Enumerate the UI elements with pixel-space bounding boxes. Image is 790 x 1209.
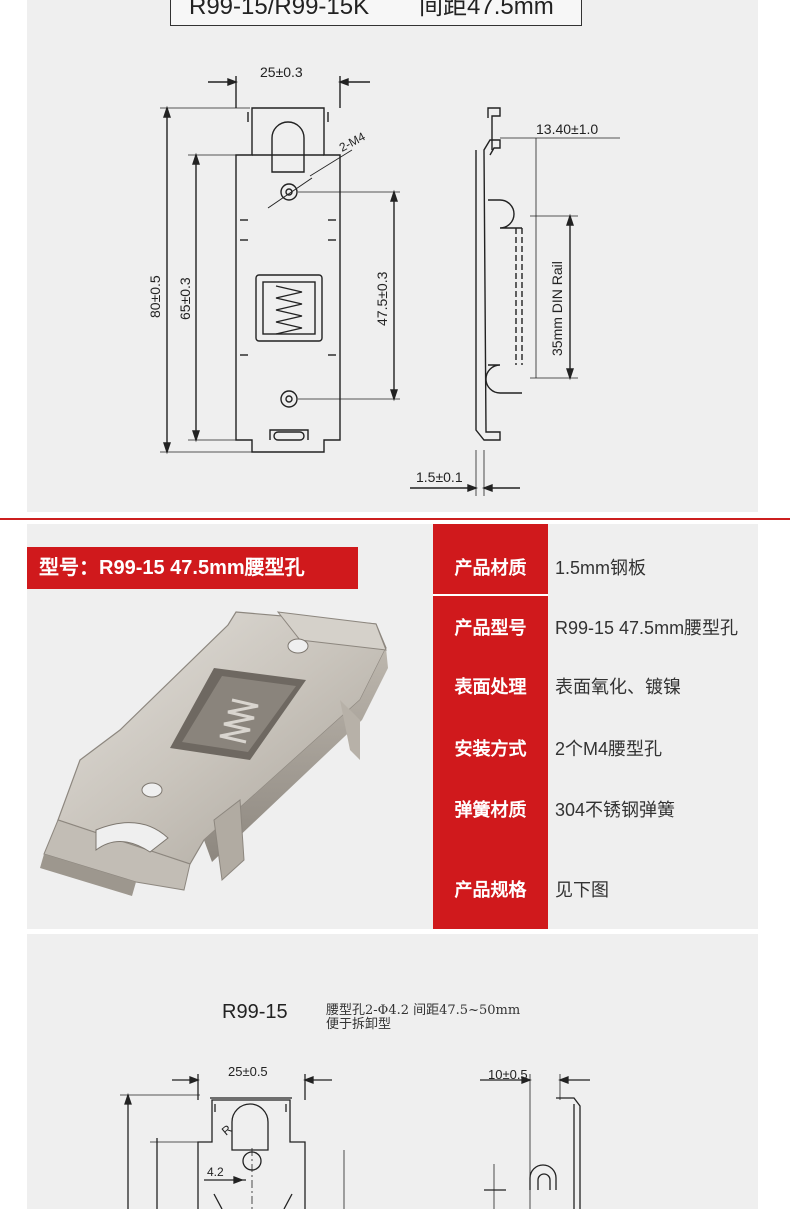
spec-value-material: 1.5mm钢板: [555, 558, 647, 578]
dim-inner-label: 65±0.3: [177, 277, 193, 320]
front-view-outline: [235, 107, 341, 453]
spec-label-mounting: 安装方式: [454, 739, 527, 759]
photo-hole-top: [287, 638, 309, 654]
spec-label-material: 产品材质: [454, 558, 527, 578]
bottom-note-line2: 便于拆卸型: [326, 1016, 391, 1032]
model-tag: 型号：R99-15 47.5mm腰型孔: [27, 547, 358, 589]
top-slot: [271, 121, 305, 173]
bottom-dim-hole: 4.2: [207, 1165, 224, 1179]
spring-coil-photo: [219, 698, 259, 744]
spec-value-spec: 见下图: [555, 880, 609, 900]
spring-coil: [275, 285, 303, 335]
bracket-body: [40, 611, 388, 896]
spring-window: [255, 274, 323, 342]
bottom-note-line1: 腰型孔2-Φ4.2 间距47.5~50mm: [326, 1003, 520, 1018]
spec-divider: [433, 594, 548, 596]
upper-m4-hole: [280, 183, 298, 201]
top-title-model: R99-15/R99-15K: [189, 0, 370, 20]
side-view-outline: [475, 139, 501, 441]
top-drawing-panel: [27, 0, 758, 512]
bottom-front-outline: [197, 1099, 306, 1209]
bottom-drawing-panel: [27, 934, 758, 1209]
spec-label-finish: 表面处理: [454, 677, 527, 697]
top-title-pitch: 间距47.5mm: [419, 0, 554, 20]
spec-value-mounting: 2个M4腰型孔: [555, 739, 663, 759]
lower-m4-hole: [280, 390, 298, 408]
dim-side-offset-label: 13.40±1.0: [536, 121, 598, 137]
photo-hole-bottom: [141, 782, 163, 798]
bottom-model-label: R99-15: [222, 1001, 288, 1023]
bottom-dim-width: 25±0.5: [228, 1064, 268, 1079]
bottom-slot: [269, 429, 309, 440]
dim-overall-label: 80±0.5: [147, 275, 163, 318]
spec-label-column: [433, 524, 548, 929]
bottom-side-outline: [556, 1097, 581, 1209]
rail-label: 35mm DIN Rail: [549, 261, 565, 356]
bottom-top-slot: [231, 1103, 269, 1151]
spec-value-spring: 304不锈钢弹簧: [555, 800, 676, 820]
rail-hook-bottom: [485, 364, 522, 394]
spec-value-finish: 表面氧化、镀镍: [555, 677, 681, 697]
dim-width-label: 25±0.3: [260, 64, 303, 80]
dim-pitch-label: 47.5±0.3: [374, 271, 390, 326]
spec-value-model: R99-15 47.5mm腰型孔: [555, 618, 739, 638]
spec-label-spring: 弹簧材质: [454, 800, 527, 820]
dim-thickness-label: 1.5±0.1: [416, 469, 463, 485]
section-divider: [0, 518, 790, 520]
bottom-side-hook: [529, 1164, 557, 1190]
spec-label-model: 产品型号: [454, 618, 527, 638]
spec-label-spec: 产品规格: [454, 880, 527, 900]
bottom-dim-side: 10±0.5: [488, 1067, 528, 1082]
top-drawing-title: R99-15/R99-15K 间距47.5mm: [170, 0, 582, 26]
rail-hook-top: [488, 199, 522, 229]
